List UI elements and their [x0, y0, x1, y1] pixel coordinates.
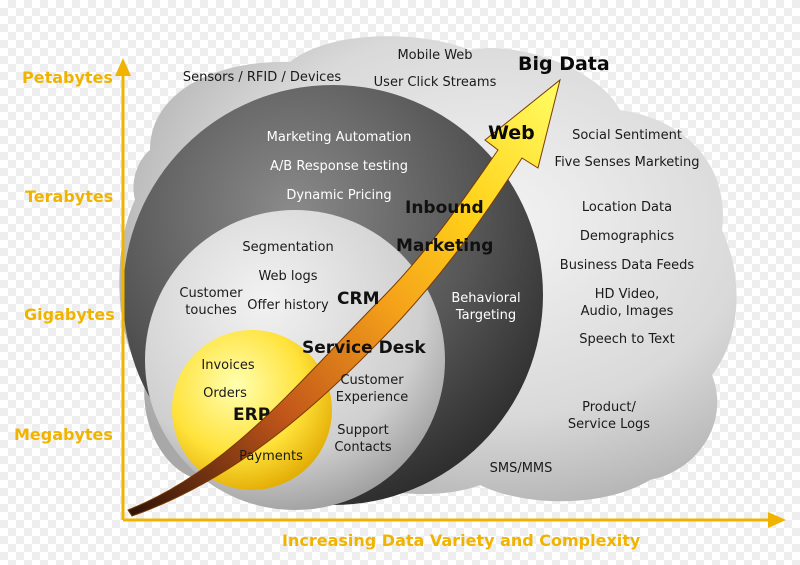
erp-item-orders: Orders [203, 386, 247, 401]
big-data-arrow [127, 78, 561, 517]
crm-item-customer: Customer [179, 286, 243, 301]
crm-title: CRM [337, 289, 380, 309]
cloud-item-hd-video: HD Video, [594, 287, 660, 302]
crm-item-contacts: Contacts [334, 440, 392, 455]
web-item-marketing-automation: Marketing Automation [266, 130, 412, 145]
crm-item-customer-2: Customer [340, 373, 404, 388]
web-title: Web [488, 122, 535, 144]
y-axis [115, 58, 131, 520]
cloud-item-mobile-web: Mobile Web [397, 48, 473, 63]
cloud-item-sms-mms: SMS/MMS [489, 461, 553, 476]
cloud-item-user-click-streams: User Click Streams [373, 75, 497, 90]
crm-item-offer-history: Offer history [247, 298, 329, 313]
erp-circle [172, 330, 332, 490]
cloud-item-audio-images: Audio, Images [580, 304, 674, 319]
y-label-gigabytes: Gigabytes [24, 305, 115, 324]
web-item-behavioral: Behavioral [451, 291, 521, 306]
web-marketing-label: Marketing [396, 236, 494, 256]
crm-item-support: Support [337, 423, 389, 438]
y-label-terabytes: Terabytes [25, 187, 114, 206]
cloud-item-service-logs: Service Logs [567, 417, 651, 432]
cloud-item-speech-to-text: Speech to Text [579, 332, 675, 347]
erp-item-invoices: Invoices [201, 358, 255, 373]
web-item-dynamic-pricing: Dynamic Pricing [286, 188, 392, 203]
web-inbound-label: Inbound [405, 198, 484, 218]
service-desk-label: Service Desk [302, 338, 426, 358]
y-label-megabytes: Megabytes [14, 425, 113, 444]
crm-item-experience: Experience [335, 390, 409, 405]
erp-item-payments: Payments [239, 449, 303, 464]
x-axis-label: Increasing Data Variety and Complexity [282, 531, 641, 550]
crm-item-touches: touches [185, 303, 237, 318]
cloud-item-demographics: Demographics [579, 229, 675, 244]
web-item-ab-testing: A/B Response testing [270, 159, 408, 174]
crm-item-segmentation: Segmentation [242, 240, 334, 255]
cloud-item-social-sentiment: Social Sentiment [572, 128, 682, 143]
y-label-petabytes: Petabytes [22, 68, 113, 87]
cloud-item-business-data-feeds: Business Data Feeds [559, 258, 695, 273]
cloud-item-sensors: Sensors / RFID / Devices [182, 70, 342, 85]
x-axis [123, 512, 786, 528]
crm-item-web-logs: Web logs [258, 269, 318, 284]
cloud-item-location-data: Location Data [581, 200, 673, 215]
big-data-label: Big Data [518, 53, 610, 75]
cloud-item-five-senses: Five Senses Marketing [554, 155, 700, 170]
erp-title: ERP [233, 405, 271, 425]
web-item-targeting: Targeting [455, 308, 517, 323]
cloud-item-product: Product/ [582, 400, 636, 415]
